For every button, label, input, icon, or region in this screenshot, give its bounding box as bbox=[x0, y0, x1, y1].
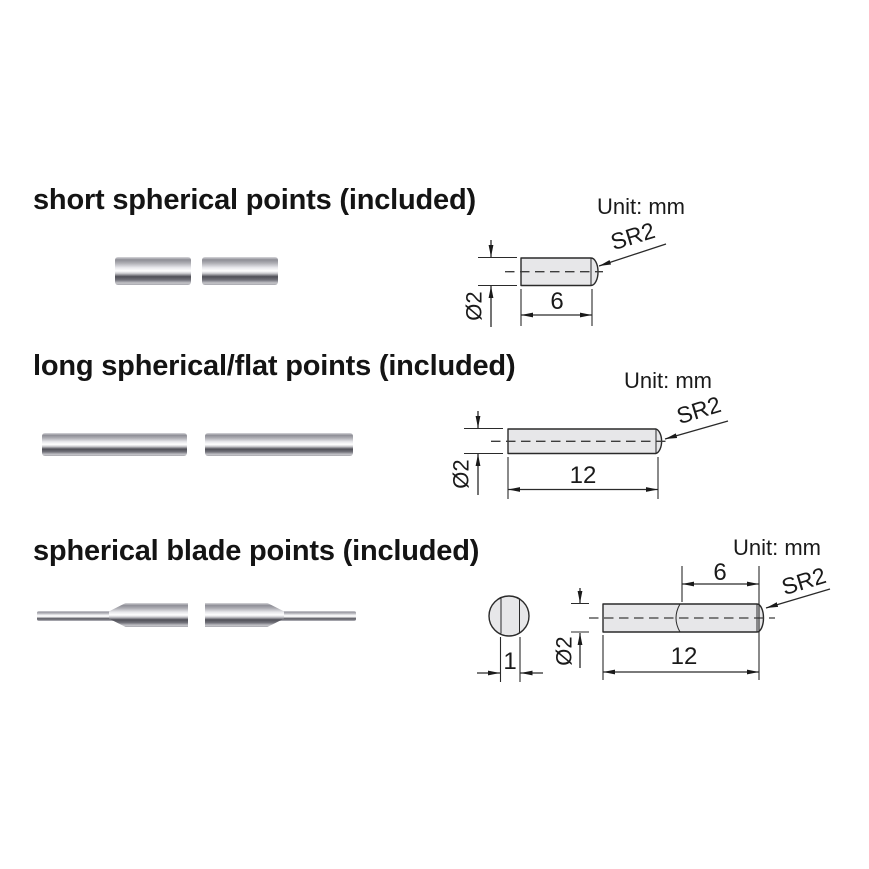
length-label: 12 bbox=[570, 462, 597, 489]
pin-blade-section bbox=[205, 603, 284, 627]
length-label: 12 bbox=[671, 643, 698, 670]
diameter-label: Ø2 bbox=[552, 636, 577, 665]
short-spherical-pin-photo-right bbox=[202, 257, 278, 285]
blade-length-label: 6 bbox=[713, 559, 726, 586]
unit-label: Unit: mm bbox=[597, 194, 685, 219]
unit-label: Unit: mm bbox=[733, 535, 821, 560]
section-title-short-spherical: short spherical points (included) bbox=[33, 184, 476, 216]
pin-blade-section bbox=[109, 603, 188, 627]
tip-radius-label: SR2 bbox=[779, 562, 829, 600]
spherical-blade-point-drawing: 1 Ø2 6 12 SR2 bbox=[477, 559, 831, 682]
length-label: 6 bbox=[550, 288, 563, 315]
long-pin-photo-right bbox=[205, 433, 353, 456]
blade-end-view bbox=[488, 595, 530, 637]
long-pin-photo-left bbox=[42, 433, 187, 456]
diameter-label: Ø2 bbox=[462, 291, 487, 320]
short-spherical-pin-photo-left bbox=[115, 257, 191, 285]
short-spherical-point-drawing: Ø2 6 SR2 bbox=[462, 217, 667, 327]
blade-pin-photo-right bbox=[205, 603, 356, 627]
diameter-label: Ø2 bbox=[449, 459, 474, 488]
unit-label: Unit: mm bbox=[624, 368, 712, 393]
blade-step-line bbox=[675, 603, 681, 633]
blade-width-label: 1 bbox=[503, 648, 516, 675]
blade-pin-photo-left bbox=[37, 603, 188, 627]
pin-shaft bbox=[37, 611, 125, 621]
long-spherical-point-drawing: Ø2 12 SR2 bbox=[449, 391, 729, 499]
tip-radius-label: SR2 bbox=[674, 391, 724, 429]
section-title-spherical-blade: spherical blade points (included) bbox=[33, 535, 480, 567]
section-title-long-spherical-flat: long spherical/flat points (included) bbox=[33, 350, 516, 382]
